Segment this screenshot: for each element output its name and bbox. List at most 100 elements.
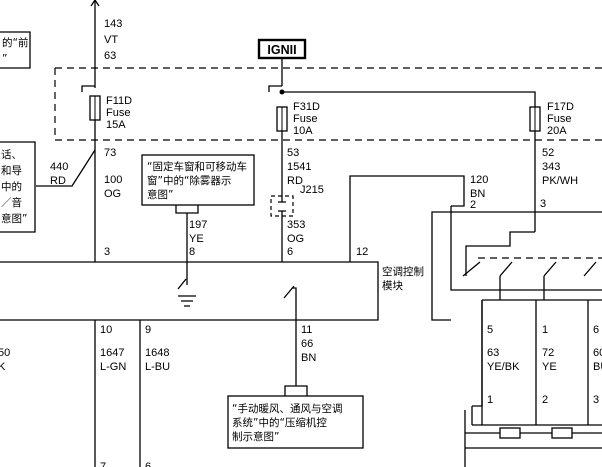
w63-pin-top: 5 xyxy=(487,324,493,336)
w440-color: RD xyxy=(50,175,66,187)
w197-circuit: 197 xyxy=(189,219,207,231)
note-box-compressor xyxy=(227,395,364,449)
note-box-top-left xyxy=(0,31,31,69)
relay-contact-1 xyxy=(462,261,481,277)
wire-440 xyxy=(36,149,96,187)
w120-pin-bottom: 2 xyxy=(470,199,476,211)
w1541-circuit: 1541 xyxy=(287,161,311,173)
fuse-f11d-stub xyxy=(81,85,95,92)
note-top-left-line-2: ” xyxy=(2,53,7,65)
relay-contact-4 xyxy=(583,261,597,277)
w72-circuit: 72 xyxy=(542,347,554,359)
w143-pin: 63 xyxy=(104,50,116,62)
w-right-circuit: 60 xyxy=(593,347,602,359)
wire-120 xyxy=(349,175,465,262)
right-frame xyxy=(431,211,602,321)
w72-pin-top: 1 xyxy=(542,324,548,336)
note-compressor-line-1: “手动暖风、通风与空调 xyxy=(232,402,342,415)
note-left-line-3: 中的 xyxy=(1,180,22,193)
ign-bus xyxy=(282,91,536,107)
note-defog: “固定车窗和可移动车 窗”中的“除雾器示 意图” xyxy=(147,160,250,201)
w72-color: YE xyxy=(542,361,557,373)
w-left50-color: K xyxy=(0,361,6,373)
relay-stubs xyxy=(450,206,602,300)
w72-pin-bottom: 2 xyxy=(542,394,548,406)
relay-contact-3 xyxy=(543,261,557,277)
note-box-left xyxy=(0,141,36,233)
module-pin-12: 12 xyxy=(356,246,368,258)
fuse-f11d-kind: Fuse xyxy=(106,107,130,119)
w100-pin-top: 73 xyxy=(104,147,116,159)
w100-circuit: 100 xyxy=(104,174,122,186)
note-defog-line-3: 意图” xyxy=(147,188,173,201)
w343-pin-top: 52 xyxy=(542,147,554,159)
note-left-line-1: 话、 xyxy=(1,149,22,161)
pin-bottom-6: 6 xyxy=(145,461,151,467)
w63-pin-bottom: 1 xyxy=(487,394,493,406)
control-module-box xyxy=(0,261,379,321)
w143-circuit: 143 xyxy=(104,18,122,30)
fuse-f11d-name: F11D xyxy=(106,95,132,107)
w343-circuit: 343 xyxy=(542,161,560,173)
relay-contact-2 xyxy=(499,261,513,277)
w1648-color: L-BU xyxy=(145,361,170,373)
w66-color: BN xyxy=(301,352,316,364)
w1648-pin-top: 9 xyxy=(145,324,151,336)
w100-color: OG xyxy=(104,188,121,200)
w353-circuit: 353 xyxy=(287,219,305,231)
w63-circuit: 63 xyxy=(487,347,499,359)
switch-symbol xyxy=(283,285,297,320)
w440-circuit: 440 xyxy=(50,161,68,173)
fuse-block-outline xyxy=(54,67,602,141)
note-compressor-line-2: 系统”中的“压缩机控 xyxy=(232,416,327,429)
arrow-up-143 xyxy=(90,0,100,7)
note-left-line-5: 意图” xyxy=(1,212,27,225)
note-top-left-line-1: 的“前 xyxy=(2,36,28,49)
w100-pin-bottom: 3 xyxy=(104,246,110,258)
note-top-left: 的“前 ” xyxy=(2,36,32,65)
note-compressor-line-3: 制示意图” xyxy=(232,430,279,443)
fuse-f17d-kind: Fuse xyxy=(547,113,571,125)
note-left: 话、 和导 中的 ／音 意图” xyxy=(1,149,27,225)
w63-color: YE/BK xyxy=(487,361,520,373)
w197-pin-bottom: 8 xyxy=(189,246,195,258)
note-left-line-2: 和导 xyxy=(1,165,22,177)
wire-63 xyxy=(472,300,483,407)
ground-symbol xyxy=(177,262,196,307)
j215-contacts xyxy=(278,196,286,216)
note-defog-line-2: 窗”中的“除雾器示 xyxy=(147,174,231,187)
w1647-pin-top: 10 xyxy=(100,324,112,336)
module-label-line-1: 空调控制 xyxy=(382,265,424,278)
w1541-color: RD xyxy=(287,175,303,187)
w66-circuit: 66 xyxy=(301,338,313,350)
w143-color: VT xyxy=(104,34,118,46)
w343-color: PK/WH xyxy=(542,175,578,187)
note-defog-line-1: “固定车窗和可移动车 xyxy=(147,160,247,173)
w1541-pin-top: 53 xyxy=(287,147,299,159)
j215-label: J215 xyxy=(300,184,324,196)
w66-pin-top: 11 xyxy=(301,324,312,336)
w1647-color: L-GN xyxy=(100,361,126,373)
fuse-f31d-kind: Fuse xyxy=(293,113,317,125)
fuse-f31d-name: F31D xyxy=(293,101,320,113)
pin-bottom-7: 7 xyxy=(100,461,106,467)
bus-junction xyxy=(279,89,285,95)
w120-color: BN xyxy=(470,188,485,200)
w343-pin-bottom: 3 xyxy=(540,198,546,210)
relay-bus xyxy=(465,231,535,276)
note-left-line-4: ／音 xyxy=(1,196,22,209)
w-left50-circuit: 50 xyxy=(0,347,10,359)
w-right-color: BU xyxy=(593,361,602,373)
fuse-f11d-rating: 15A xyxy=(106,119,126,131)
w197-color: YE xyxy=(189,233,204,245)
resistor-2 xyxy=(551,427,573,439)
w120-circuit: 120 xyxy=(470,174,488,186)
compressor-bracket xyxy=(284,385,308,396)
fuse-f31d-rating: 10A xyxy=(293,125,313,137)
w353-color: OG xyxy=(287,233,304,245)
module-label: 空调控制 模块 xyxy=(382,265,427,292)
w-right-pin-bottom: 3 xyxy=(593,394,599,406)
module-label-line-2: 模块 xyxy=(382,280,403,292)
w1647-circuit: 1647 xyxy=(100,347,124,359)
